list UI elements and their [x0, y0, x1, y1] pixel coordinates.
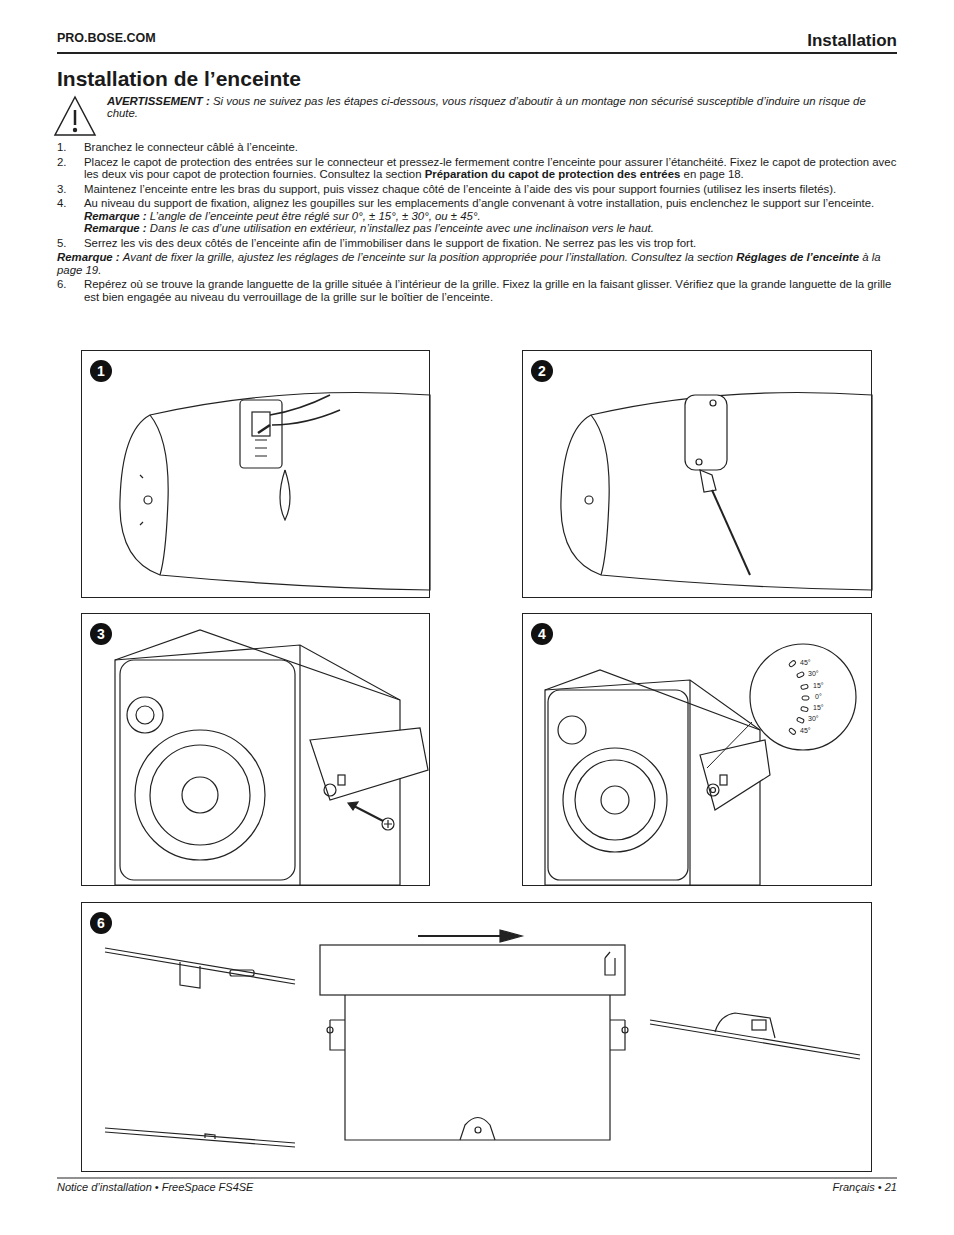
callout-number: 2 — [531, 360, 553, 382]
step-row: 2. Placez le capot de protection des entr… — [57, 156, 897, 181]
warning-heading: AVERTISSEMENT : — [107, 95, 210, 107]
step-row: 4. Au niveau du support de fixation, alig… — [57, 197, 897, 234]
step-row: 6. Repérez où se trouve la grande languet… — [57, 278, 897, 303]
step-text: Maintenez l’enceinte entre les bras du s… — [84, 183, 836, 195]
step-number: 5. — [57, 237, 67, 249]
step-text: Branchez le connecteur câblé à l’enceint… — [84, 141, 298, 153]
page-title: Installation de l’enceinte — [57, 67, 301, 91]
step-panel: 6 — [81, 902, 872, 1172]
step-number: 3. — [57, 183, 67, 195]
step-row: Remarque : Avant de fixer la grille, aju… — [57, 251, 897, 276]
step-text: L’angle de l’enceinte peut être réglé su… — [150, 210, 481, 222]
step-number-cell: 3. — [57, 183, 84, 195]
step-text-cell: Placez le capot de protection des entrée… — [84, 156, 897, 181]
step-number-cell: 1. — [57, 141, 84, 153]
step-text-cell: Branchez le connecteur câblé à l’enceint… — [84, 141, 897, 153]
angle-label: 45° — [800, 659, 811, 667]
angle-label: 30° — [808, 670, 819, 678]
step-panel: 2 — [522, 350, 872, 598]
step-row: 5. Serrez les vis des deux côtés de l’enc… — [57, 237, 897, 249]
callout-number: 4 — [531, 623, 553, 645]
step-text: Remarque : — [84, 210, 147, 222]
angle-label: 15° — [813, 682, 824, 690]
callout-number: 3 — [90, 623, 112, 645]
angle-label: 15° — [813, 704, 824, 712]
step-text-cell: Serrez les vis des deux côtés de l’encei… — [84, 237, 897, 249]
step-text-cell: Au niveau du support de fixation, aligne… — [84, 197, 897, 234]
page-number: Français • 21 — [833, 1181, 897, 1193]
step-text-cell: Remarque : Avant de fixer la grille, aju… — [57, 251, 897, 276]
step-panel: 1 — [81, 350, 430, 598]
step-number-cell: 2. — [57, 156, 84, 181]
section-heading: Installation — [807, 31, 897, 51]
site-url: PRO.BOSE.COM — [57, 31, 156, 45]
step-number-cell: 5. — [57, 237, 84, 249]
callout-number: 6 — [90, 912, 112, 934]
step-text: Remarque : — [57, 251, 120, 263]
callout-number: 1 — [90, 360, 112, 382]
step-text: en page 18. — [684, 168, 744, 180]
step-number: 6. — [57, 278, 67, 290]
step-number-cell: 6. — [57, 278, 84, 303]
angle-label: 45° — [800, 727, 811, 735]
step-text-cell: Repérez où se trouve la grande languette… — [84, 278, 897, 303]
step-row: 3. Maintenez l’enceinte entre les bras du… — [57, 183, 897, 195]
step-number-cell: 4. — [57, 197, 84, 234]
step-panel: 4 — [522, 613, 872, 886]
instruction-steps: 1. Branchez le connecteur câblé à l’encei… — [57, 141, 897, 305]
step-text: Au niveau du support de fixation, aligne… — [84, 197, 874, 209]
step-text: Remarque : — [84, 222, 147, 234]
step-text: Préparation du capot de protection des e… — [425, 168, 681, 180]
step-panel: 3 — [81, 613, 430, 886]
step-number: 1. — [57, 141, 67, 153]
step-number: 4. — [57, 197, 67, 209]
step-text: Dans le cas d’une utilisation en extérie… — [150, 222, 654, 234]
step-text: Repérez où se trouve la grande languette… — [84, 278, 891, 302]
step-text: Serrez les vis des deux côtés de l’encei… — [84, 237, 696, 249]
step-row: 1. Branchez le connecteur câblé à l’encei… — [57, 141, 897, 153]
footer-title: Notice d’installation • FreeSpace FS4SE — [57, 1181, 253, 1193]
step-text: Réglages de l’enceinte — [736, 251, 859, 263]
warning-text: AVERTISSEMENT : Si vous ne suivez pas le… — [107, 95, 897, 120]
step-number: 2. — [57, 156, 67, 168]
step-text: Avant de fixer la grille, ajustez les ré… — [123, 251, 733, 263]
angle-label: 0° — [815, 693, 822, 701]
step-text-cell: Maintenez l’enceinte entre les bras du s… — [84, 183, 897, 195]
warning-body: Si vous ne suivez pas les étapes ci-dess… — [107, 95, 866, 119]
angle-label: 30° — [808, 715, 819, 723]
